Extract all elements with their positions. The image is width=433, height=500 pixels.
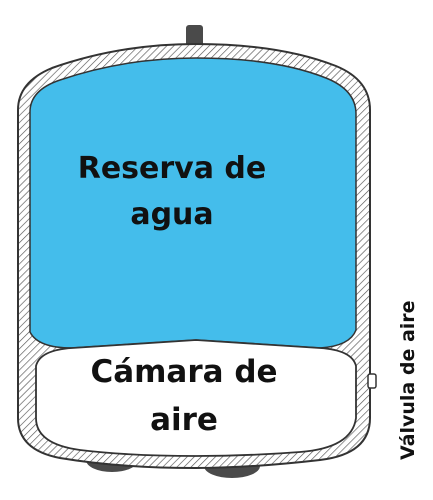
air-chamber-label-line-2: aire [150, 402, 218, 438]
air-chamber-label: Cámara de aire [62, 348, 306, 444]
water-reservoir-label-line-1: Reserva de [77, 151, 267, 186]
air-valve [367, 373, 377, 389]
air-chamber [35, 339, 357, 457]
top-fitting [186, 25, 203, 47]
air-valve-label: Válvula de aire [397, 300, 419, 460]
water-reservoir-label-line-2: agua [130, 197, 214, 232]
air-chamber-label-line-1: Cámara de [90, 354, 278, 390]
water-reservoir-label: Reserva de agua [62, 146, 282, 238]
